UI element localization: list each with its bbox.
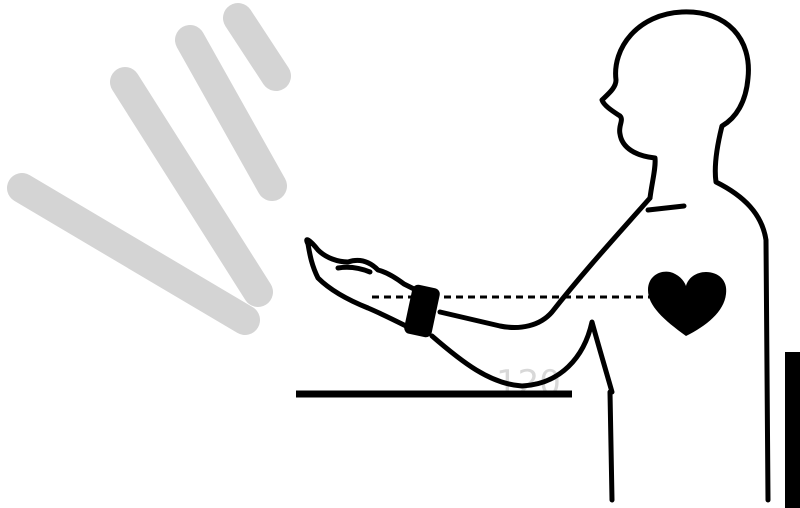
chair-back (785, 352, 800, 508)
person-silhouette (602, 12, 768, 500)
forearm-on-table (307, 198, 650, 392)
wrist-cuff (403, 284, 441, 339)
watermark-logo (22, 18, 276, 320)
heart-icon (648, 272, 726, 336)
